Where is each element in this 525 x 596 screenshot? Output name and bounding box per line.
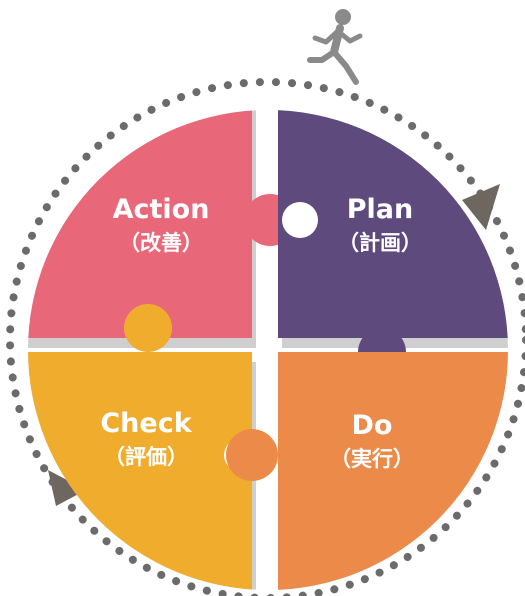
check-title: Check [100, 408, 192, 439]
do-quadrant [226, 352, 508, 590]
action-subtitle: （改善） [119, 231, 203, 255]
check-subtitle: （評価） [104, 445, 188, 469]
check-tab [124, 304, 172, 352]
cycle-arrow-right-icon [462, 184, 500, 230]
cycle-arrow-left-icon [48, 470, 86, 506]
running-person-icon [307, 9, 363, 85]
do-title: Do [352, 410, 393, 441]
do-tab [226, 429, 278, 481]
action-title: Action [113, 194, 210, 225]
do-subtitle: （実行） [330, 447, 414, 471]
plan-title: Plan [347, 194, 414, 225]
plan-subtitle: （計画） [338, 231, 422, 255]
